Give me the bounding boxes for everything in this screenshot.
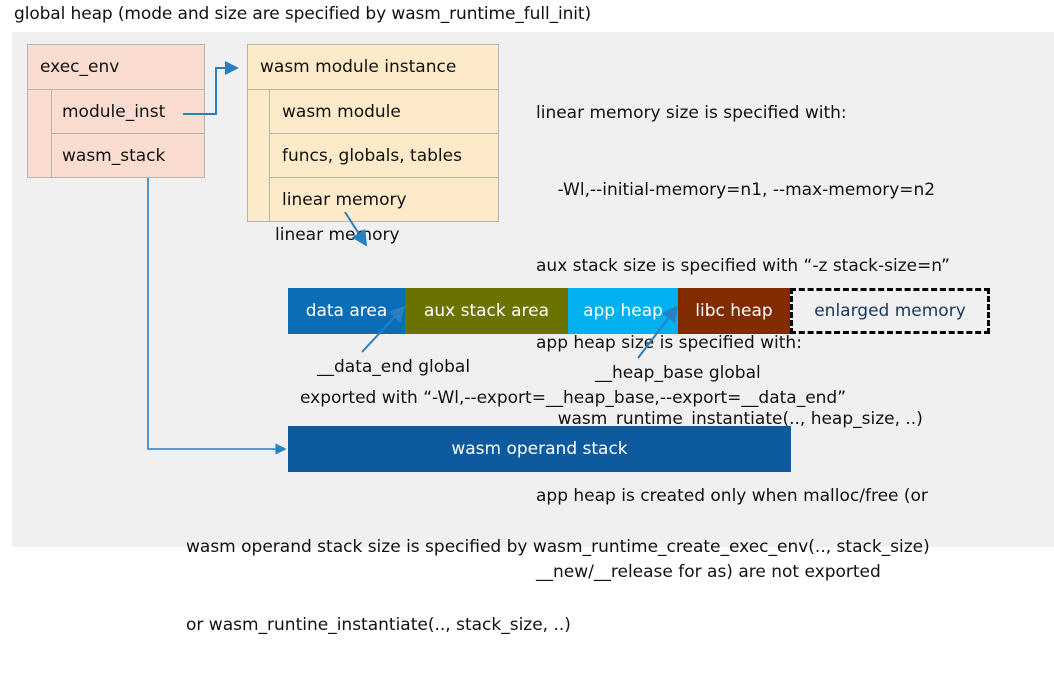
annotation-data-end-global: __data_end global (317, 357, 471, 377)
note-line: aux stack size is specified with “-z sta… (536, 256, 950, 276)
page-title: global heap (mode and size are specified… (14, 4, 591, 24)
exec-env-box: exec_env module_inst wasm_stack (27, 44, 205, 178)
exec-env-title: exec_env (28, 45, 204, 90)
exec-env-field-module-inst: module_inst (52, 90, 204, 134)
note-line: or wasm_runtine_instantiate(.., stack_si… (186, 615, 571, 635)
memory-segment-libc-heap: libc heap (678, 288, 790, 334)
annotation-exported-with: exported with “-Wl,--export=__heap_base,… (300, 388, 847, 408)
exec-env-field-wasm-stack: wasm_stack (62, 146, 166, 166)
wasm-operand-stack-box: wasm operand stack (288, 426, 791, 472)
memory-segment-app-heap: app heap (568, 288, 678, 334)
operand-stack-notes: wasm operand stack size is specified by … (186, 482, 930, 690)
diagram-root: global heap (mode and size are specified… (12, 4, 1054, 635)
wasm-module-instance-row-wasm-module: wasm module (270, 90, 498, 134)
exec-env-indent-rail (28, 90, 52, 177)
note-line: app heap size is specified with: (536, 332, 802, 353)
memory-segment-data-area: data area (288, 288, 405, 334)
note-line: app heap is created only when malloc/fre… (536, 485, 928, 506)
linear-memory-label: linear memory (275, 225, 400, 245)
note-line: linear memory size is specified with: (536, 103, 847, 123)
note-line: wasm_runtime_instantiate(.., heap_size, … (536, 409, 923, 429)
memory-segment-aux-stack-area: aux stack area (405, 288, 568, 334)
wasm-module-instance-row-funcs-globals-tables: funcs, globals, tables (270, 134, 498, 178)
annotation-heap-base-global: __heap_base global (595, 363, 761, 383)
wasm-module-instance-indent-rail (248, 90, 270, 221)
wasm-module-instance-box: wasm module instance wasm module funcs, … (247, 44, 499, 222)
note-line: -Wl,--initial-memory=n1, --max-memory=n2 (536, 179, 936, 200)
memory-segment-enlarged-memory: enlarged memory (790, 288, 990, 334)
wasm-module-instance-title: wasm module instance (248, 45, 498, 90)
note-line: wasm operand stack size is specified by … (186, 537, 930, 557)
wasm-module-instance-row-linear-memory: linear memory (282, 190, 407, 210)
